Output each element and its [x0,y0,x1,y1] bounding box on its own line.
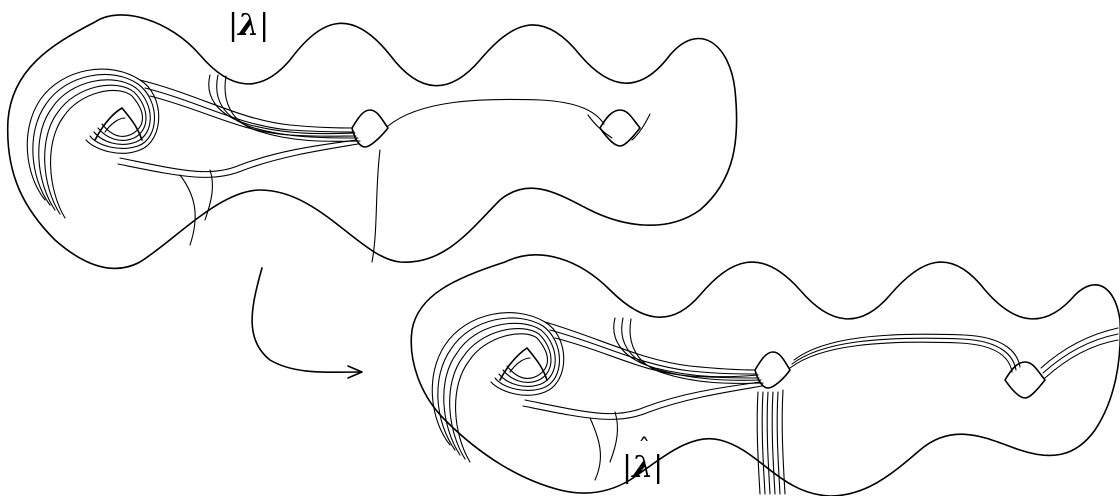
bottom-label-symbol: λ [632,450,653,485]
bottom-label-open-bar: | [622,450,632,485]
top-surface [8,15,737,269]
top-label-symbol: λ [238,8,259,43]
bottom-lambda-hat-label: |λ| [622,450,663,485]
top-label-close-bar: | [259,8,269,43]
transition-arrow [252,268,362,378]
bottom-lamination [432,313,1118,494]
top-label-open-bar: | [228,8,238,43]
top-right-hole [600,110,640,146]
top-lamination [27,69,604,262]
bottom-left-handle [500,348,547,380]
bottom-label-close-bar: | [653,450,663,485]
bottom-surface [411,255,1120,496]
top-lambda-label: |λ| [228,8,269,43]
